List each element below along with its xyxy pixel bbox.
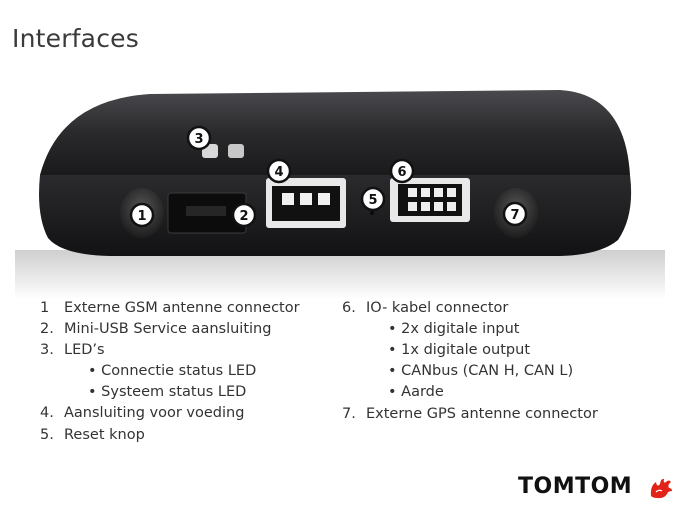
list-item-number: 1 bbox=[40, 300, 50, 316]
list-item-text: IO- kabel connector bbox=[366, 300, 509, 316]
right-interface-list: 6. IO- kabel connector • 2x digitale inp… bbox=[342, 300, 642, 430]
io-sub-item: • 2x digitale input bbox=[388, 321, 520, 337]
callout-7-label: 7 bbox=[510, 208, 519, 223]
callout-5: 5 bbox=[360, 186, 386, 212]
list-item-number: 3. bbox=[40, 342, 54, 358]
io-sub-item: • CANbus (CAN H, CAN L) bbox=[388, 363, 574, 379]
callout-5-label: 5 bbox=[368, 193, 377, 208]
led-sub-item: • Systeem status LED bbox=[88, 384, 247, 400]
list-item-text: Externe GSM antenne connector bbox=[64, 300, 300, 316]
led-system bbox=[228, 144, 244, 158]
device-top bbox=[40, 90, 630, 175]
list-item-text: Reset knop bbox=[64, 427, 145, 443]
floor-shadow bbox=[15, 250, 665, 300]
list-item-text: Externe GPS antenne connector bbox=[366, 406, 598, 422]
slide-title: Interfaces bbox=[12, 24, 139, 53]
tomtom-logo: TOMTOM bbox=[518, 474, 633, 499]
callout-4-label: 4 bbox=[274, 165, 283, 180]
callout-4: 4 bbox=[266, 158, 292, 184]
callout-3: 3 bbox=[186, 125, 212, 151]
tomtom-hands-icon bbox=[650, 478, 672, 499]
list-item-text: Aansluiting voor voeding bbox=[64, 405, 245, 421]
left-interface-list: 1 Externe GSM antenne connector 2. Mini-… bbox=[40, 300, 330, 450]
list-item-number: 6. bbox=[342, 300, 356, 316]
io-sub-item: • Aarde bbox=[388, 384, 444, 400]
led-sub-item: • Connectie status LED bbox=[88, 363, 257, 379]
list-item-text: LED’s bbox=[64, 342, 105, 358]
reset-hole bbox=[370, 211, 374, 215]
list-item-number: 7. bbox=[342, 406, 356, 422]
list-item-number: 5. bbox=[40, 427, 54, 443]
callout-2-label: 2 bbox=[239, 209, 248, 224]
callout-2: 2 bbox=[231, 202, 257, 228]
io-sub-item: • 1x digitale output bbox=[388, 342, 530, 358]
callout-1: 1 bbox=[129, 202, 155, 228]
callout-6-label: 6 bbox=[397, 165, 406, 180]
list-item-number: 2. bbox=[40, 321, 54, 337]
list-item-number: 4. bbox=[40, 405, 54, 421]
callout-7: 7 bbox=[502, 201, 528, 227]
callout-1-label: 1 bbox=[137, 209, 146, 224]
list-item-text: Mini-USB Service aansluiting bbox=[64, 321, 272, 337]
callout-markers: 1 2 3 4 5 6 7 bbox=[129, 125, 528, 228]
device-photo: 1 2 3 4 5 6 7 bbox=[15, 90, 665, 300]
callout-6: 6 bbox=[389, 158, 415, 184]
callout-3-label: 3 bbox=[194, 132, 203, 147]
